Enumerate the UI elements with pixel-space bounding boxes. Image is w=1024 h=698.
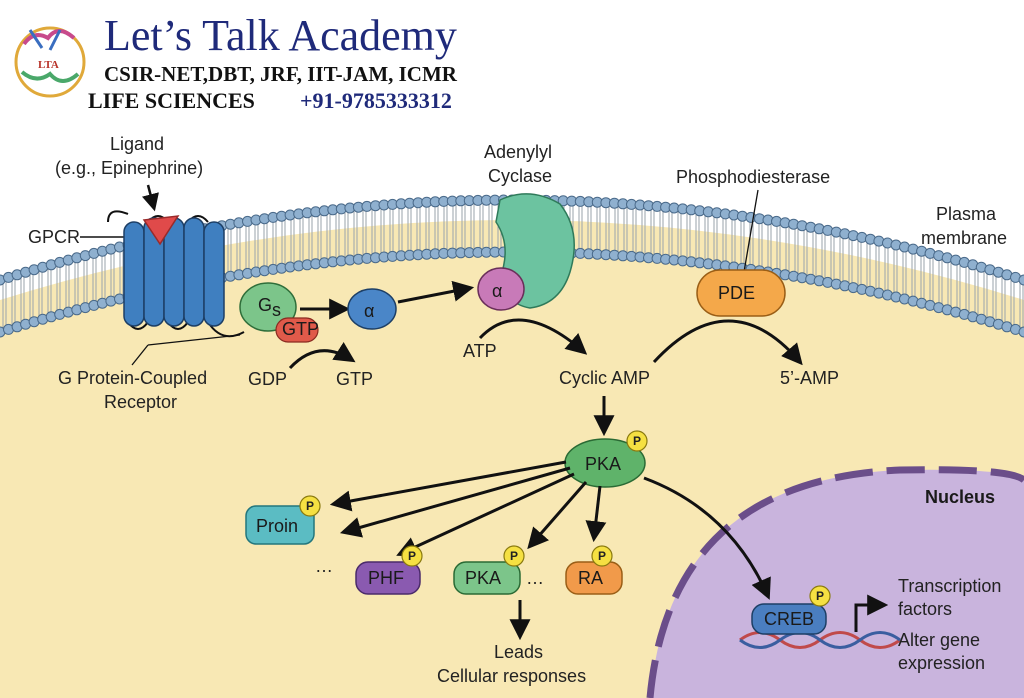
adenylyl-label-1: Adenylyl (484, 142, 552, 162)
brand-phone: +91-9785333312 (300, 88, 452, 113)
nucleus-label: Nucleus (925, 487, 995, 507)
pde-label: PDE (718, 283, 755, 303)
tf-label-3: Alter gene (898, 630, 980, 650)
gtp-out-label: GTP (336, 369, 373, 389)
lipid-head (1018, 326, 1024, 338)
cellular-responses-label: Cellular responses (437, 666, 586, 686)
phospho-badge: P (408, 549, 416, 563)
ellipsis-right: … (526, 568, 544, 588)
gpcr-full-label-1: G Protein-Coupled (58, 368, 207, 388)
gpcr-full-label-2: Receptor (104, 392, 177, 412)
ligand-example-label: (e.g., Epinephrine) (55, 158, 203, 178)
ligand-label: Ligand (110, 134, 164, 154)
creb-protein: CREB P (751, 585, 831, 635)
alpha-cyclase-label: α (492, 281, 502, 301)
gtp-pill: GTP (275, 317, 319, 343)
phf-target: PHF P (355, 545, 423, 595)
ra-label: RA (578, 568, 603, 588)
gpcr-label: GPCR (28, 227, 80, 247)
plasma-label-1: Plasma (936, 204, 997, 224)
plasma-membrane (0, 202, 1024, 330)
brand-life-sciences: LIFE SCIENCES (88, 88, 255, 113)
alpha-subunit: α (347, 288, 397, 330)
plasma-label-2: membrane (921, 228, 1007, 248)
gs-subscript: s (272, 300, 281, 320)
alpha-cyclase: α (477, 267, 525, 311)
phospho-badge: P (633, 434, 641, 448)
tf-label-1: Transcription (898, 576, 1001, 596)
adenylyl-label-2: Cyclase (488, 166, 552, 186)
logo-text: LTA (38, 59, 59, 71)
gdp-label: GDP (248, 369, 287, 389)
alpha-label: α (364, 301, 374, 321)
atp-label: ATP (463, 341, 497, 361)
camp-label: Cyclic AMP (559, 368, 650, 388)
brand-subtitle: CSIR-NET,DBT, JRF, IIT-JAM, ICMR (104, 62, 458, 86)
pde-enzyme: PDE (696, 269, 786, 317)
pka-label: PKA (585, 454, 621, 474)
gpcr-receptor (107, 210, 245, 338)
pka-target: PKA P (453, 545, 525, 595)
brand-title: Let’s Talk Academy (104, 11, 457, 60)
brand-logo: LTA (14, 26, 86, 98)
creb-label: CREB (764, 609, 814, 629)
proin-target: Proin P (245, 495, 321, 545)
ellipsis-left: … (315, 556, 333, 576)
pka-target-label: PKA (465, 568, 501, 588)
gtp-pill-label: GTP (282, 319, 319, 339)
leads-label: Leads (494, 642, 543, 662)
ligand-triangle (142, 215, 180, 246)
phosphodiesterase-label: Phosphodiesterase (676, 167, 830, 187)
gs-label: G (258, 295, 272, 315)
amp5-label: 5’-AMP (780, 368, 839, 388)
membrane-outer-heads (0, 194, 1024, 286)
ra-target: RA P (565, 545, 623, 595)
phf-label: PHF (368, 568, 404, 588)
phospho-badge: P (816, 589, 824, 603)
proin-label: Proin (256, 516, 298, 536)
phospho-badge: P (510, 549, 518, 563)
lipid-head (1018, 274, 1024, 286)
tf-label-2: factors (898, 599, 952, 619)
tf-label-4: expression (898, 653, 985, 673)
phospho-badge: P (598, 549, 606, 563)
phospho-badge: P (306, 499, 314, 513)
